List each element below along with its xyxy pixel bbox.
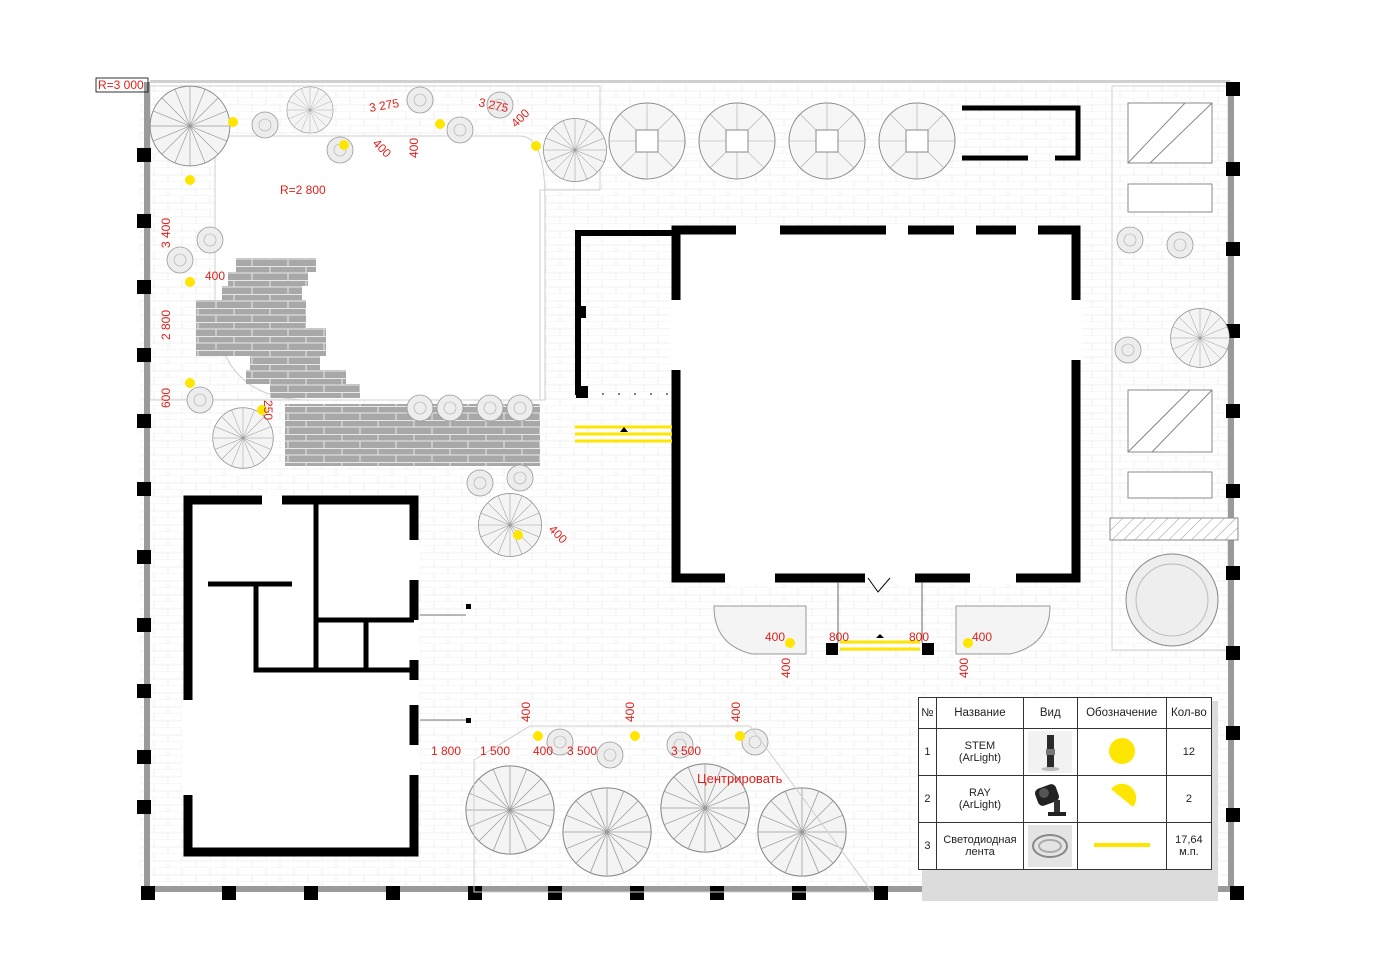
dim-2800: 2 800	[159, 310, 173, 340]
bollard-lamp-icon	[1028, 731, 1073, 773]
fence-posts	[137, 82, 1244, 900]
legend-name: RAY(ArLight)	[935, 775, 1025, 823]
dim-400-f: 400	[765, 630, 785, 644]
legend-header-num: №	[918, 697, 937, 729]
dim-800-a: 800	[829, 630, 849, 644]
legend-view	[1023, 728, 1078, 776]
legend-num: 3	[918, 822, 937, 870]
dim-3400: 3 400	[159, 218, 173, 248]
led-strip-line-icon	[1093, 842, 1150, 847]
dim-1500: 1 500	[480, 744, 510, 758]
legend-symbol	[1076, 728, 1167, 776]
circle-marker-icon	[1108, 737, 1135, 764]
dim-3500-b: 3 500	[671, 744, 701, 758]
planter-west	[713, 605, 807, 655]
dim-400-m: 400	[729, 702, 743, 722]
dim-400-g: 400	[779, 658, 793, 678]
center-note: Центрировать	[697, 771, 783, 786]
legend-view	[1023, 822, 1078, 870]
legend-symbol	[1076, 775, 1167, 823]
dim-400-j: 400	[533, 744, 553, 758]
south-planting-zone	[473, 725, 873, 893]
dim-1800: 1 800	[431, 744, 461, 758]
legend-name: STEM(ArLight)	[935, 728, 1025, 776]
light-markers	[185, 117, 973, 741]
dim-3500-a: 3 500	[567, 744, 597, 758]
legend-header-name: Название	[935, 697, 1025, 729]
dim-r2800: R=2 800	[280, 183, 326, 197]
dim-400-l: 400	[623, 702, 637, 722]
legend-header-view: Вид	[1023, 697, 1078, 729]
guest-house	[182, 494, 471, 857]
dim-400-k: 400	[519, 702, 533, 722]
spotlight-icon	[1028, 778, 1073, 820]
dim-600: 600	[159, 388, 173, 408]
legend-row: 1 STEM(ArLight) 12	[918, 728, 1213, 776]
dim-400-h: 400	[972, 630, 992, 644]
dimension-labels: R=3 000 R=2 800 3 275 3 275 400 400 400 …	[95, 77, 992, 786]
dim-400-d: 400	[205, 269, 225, 283]
legend-header-qty: Кол-во	[1165, 697, 1213, 729]
dim-800-b: 800	[909, 630, 929, 644]
legend-header: № Название Вид Обозначение Кол-во	[918, 697, 1213, 729]
led-strip-icon	[1028, 825, 1073, 867]
legend-qty: 12	[1165, 728, 1213, 776]
legend-num: 2	[918, 775, 937, 823]
legend-symbol	[1076, 822, 1167, 870]
dim-3275-a: 3 275	[368, 96, 400, 115]
legend-row: 2 RAY(ArLight) 2	[918, 775, 1213, 823]
planter-east	[955, 605, 1051, 655]
dim-250: 250	[261, 400, 275, 420]
legend-table: № Название Вид Обозначение Кол-во 1 STEM…	[918, 697, 1213, 870]
half-circle-marker-icon	[1110, 783, 1136, 807]
legend-header-symbol: Обозначение	[1076, 697, 1167, 729]
legend-num: 1	[918, 728, 937, 776]
entrance-main	[826, 582, 934, 655]
dim-r3000: R=3 000	[98, 78, 144, 92]
legend-qty: 2	[1165, 775, 1213, 823]
led-strips	[575, 425, 920, 651]
dim-400-i: 400	[957, 658, 971, 678]
legend-view	[1023, 775, 1078, 823]
shed-outline	[962, 105, 1081, 161]
main-house	[575, 224, 1082, 593]
dim-400-b: 400	[407, 138, 421, 158]
dim-3275-b: 3 275	[477, 95, 510, 115]
east-features	[1109, 102, 1239, 647]
